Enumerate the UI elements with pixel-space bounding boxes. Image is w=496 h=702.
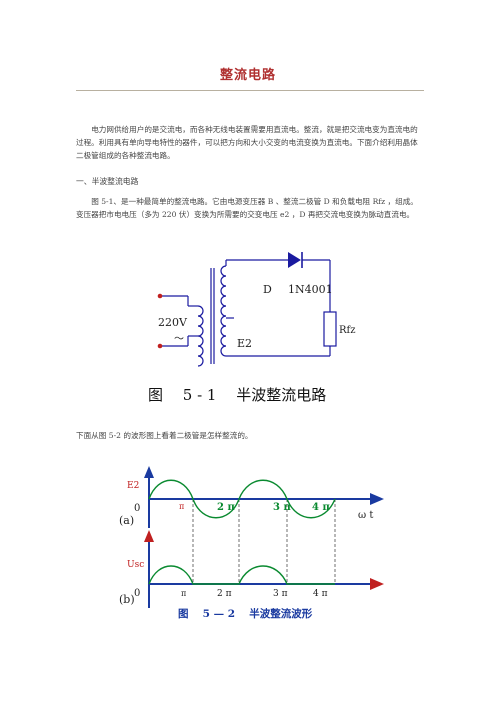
label-resistor: Rfz: [339, 325, 356, 336]
label-voltage: 220V: [158, 316, 188, 329]
terminal-bottom: [157, 343, 163, 349]
label-b-ylabel: Usc: [127, 560, 144, 570]
waveform-b-rectified: [148, 565, 335, 585]
figure-5-2-caption: 图 5 — 2 半波整流波形: [178, 607, 313, 620]
label-b-tag: (b): [119, 593, 135, 606]
tick-b-1: π: [181, 589, 186, 598]
label-part-number: 1N4001: [288, 283, 333, 296]
label-a-zero: 0: [134, 503, 140, 514]
arrow-a-y: [144, 466, 154, 478]
label-b-zero: 0: [134, 588, 140, 599]
label-a-ylabel: E2: [127, 481, 139, 491]
tick-b-2: 2 π: [217, 589, 232, 599]
waveform-intro: 下面从图 5-2 的波形图上看着二极管是怎样整流的。: [76, 431, 253, 440]
label-e2: E2: [237, 337, 252, 350]
waveform-a-sine: [148, 479, 336, 519]
intro-paragraph: 电力网供给用户的是交流电，而各种无线电装置需要用直流电。整流，就是把交流电变为直…: [76, 125, 418, 160]
terminal-top: [157, 293, 163, 299]
figure-5-1-circuit: D 1N4001 220V ～ E2 Rfz 图 5 - 1 半波整流电路: [148, 252, 356, 404]
label-diode: D: [263, 283, 272, 296]
tick-b-4: 4 π: [313, 589, 328, 599]
arrow-b-y: [144, 530, 154, 542]
arrow-b-x: [370, 578, 384, 590]
arrow-a-x: [370, 493, 384, 505]
label-a-xlabel: ω t: [358, 510, 373, 521]
tick-a-4: 4 π: [312, 502, 330, 513]
section-paragraph: 图 5-1、是一种最简单的整流电路。它由电源变压器 B 、整流二极管 D 和负载…: [76, 197, 418, 219]
title-rule: [76, 90, 424, 91]
tick-a-3: 3 π: [273, 502, 291, 513]
tick-a-2: 2 π: [217, 502, 235, 513]
tick-a-1: π: [179, 502, 184, 511]
label-tilde: ～: [174, 334, 184, 345]
section-heading: 一、半波整流电路: [76, 177, 139, 186]
diode-symbol: [288, 252, 301, 268]
tick-b-3: 3 π: [273, 589, 288, 599]
figure-5-1-caption: 图 5 - 1 半波整流电路: [148, 386, 326, 404]
label-a-tag: (a): [119, 514, 134, 527]
page-title: 整流电路: [219, 68, 276, 83]
